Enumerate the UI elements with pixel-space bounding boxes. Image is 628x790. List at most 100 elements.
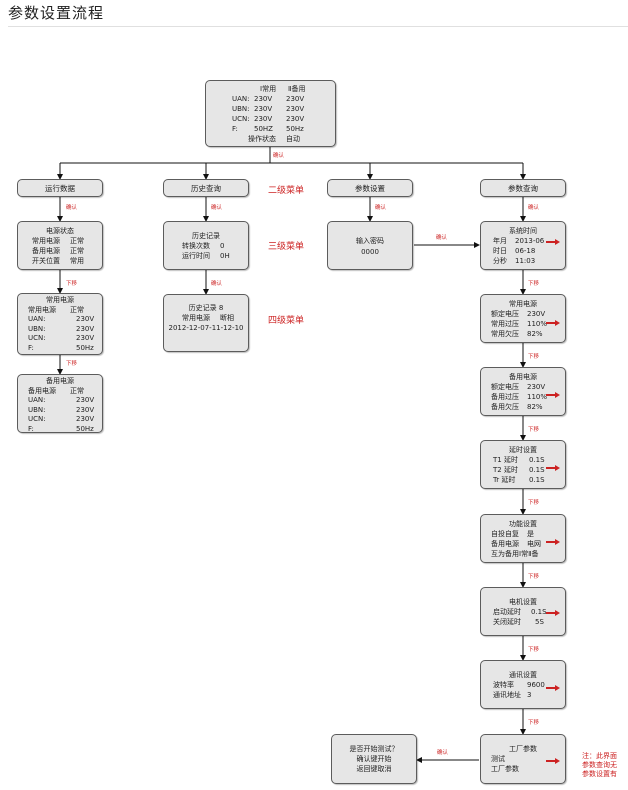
box-title: 电源状态 xyxy=(46,227,74,235)
row-value: 3 xyxy=(527,691,532,699)
row-value: 230V xyxy=(76,334,95,342)
down-label: 下移 xyxy=(528,500,540,506)
backup-power-box: 备用电源 备用电源正常 UAN:230V UBN:230V UCN:230V F… xyxy=(17,374,103,433)
row-label: UCN: xyxy=(28,415,46,423)
row-value: 2013-06 xyxy=(515,237,545,245)
level-label-2: 二级菜单 xyxy=(268,186,305,196)
down-label: 下移 xyxy=(528,720,540,726)
row-value: 正常 xyxy=(70,305,84,314)
function-settings-box: 功能设置 自投自复是 备用电源电网 互为备用Ⅰ常Ⅱ备 xyxy=(480,514,566,563)
test-prompt-box: 是否开始测试？ 确认键开始 返回键取消 xyxy=(331,734,417,784)
row-label: Tr 延时 xyxy=(493,476,516,484)
box-title: 备用电源 xyxy=(509,373,537,381)
menu-param-query[interactable]: 参数查询 xyxy=(480,179,566,197)
box-title: 电机设置 xyxy=(509,598,537,606)
row-label: T1 延时 xyxy=(493,456,518,464)
row-value: 0.1S xyxy=(529,466,545,474)
level-label-4: 四级菜单 xyxy=(268,316,305,326)
row-label: 备用电源 xyxy=(32,247,60,255)
down-label: 下移 xyxy=(528,574,540,580)
confirm-label: 确认 xyxy=(211,205,223,211)
password-entry-box[interactable]: 输入密码 0000 xyxy=(327,221,413,270)
history-timestamp: 2012-12-07-11-12-10 xyxy=(168,324,244,332)
menu-history-query[interactable]: 历史查询 xyxy=(163,179,249,197)
row-label: 备用电源 xyxy=(28,386,56,395)
row-value-common: 50HZ xyxy=(254,125,273,133)
row-value: 正常 xyxy=(70,237,84,245)
row-value: 0.1S xyxy=(531,608,547,616)
status-label: 操作状态 xyxy=(248,135,276,143)
box-title: 通讯设置 xyxy=(509,671,537,679)
row-value-backup: 230V xyxy=(286,95,305,103)
confirm-label: 确认 xyxy=(437,750,449,756)
confirm-label: 确认 xyxy=(528,205,540,211)
row-value: 正常 xyxy=(70,247,84,255)
row-value: 11:03 xyxy=(515,257,536,265)
row-value: 110% xyxy=(527,320,548,328)
row-label: UBN: xyxy=(232,105,250,113)
row-label: 备用欠压 xyxy=(491,403,519,411)
note-line: 注：此界面 xyxy=(582,752,617,760)
row-value: 电网 xyxy=(527,540,541,548)
row-value: 230V xyxy=(527,383,546,391)
row-value: 5S xyxy=(535,618,544,626)
menu-run-data[interactable]: 运行数据 xyxy=(17,179,103,197)
right-arrow-icon xyxy=(546,239,560,245)
row-label: 测试 xyxy=(491,755,505,763)
row-label: 开关位置 xyxy=(32,257,60,265)
down-label: 下移 xyxy=(528,647,540,653)
box-title: 历史记录 xyxy=(192,232,220,240)
row-value-common: 230V xyxy=(254,95,273,103)
row-value: 230V xyxy=(527,310,546,318)
box-title: 历史记录 8 xyxy=(188,304,224,312)
row-value-common: 230V xyxy=(254,105,273,113)
note-line: 参数设置有 xyxy=(582,770,617,778)
right-arrow-icon xyxy=(546,392,560,398)
row-value: 50Hz xyxy=(76,343,94,352)
row-value: 230V xyxy=(76,324,95,333)
right-arrow-icon xyxy=(546,320,560,326)
row-value: 正常 xyxy=(70,386,84,395)
row-label: 常用欠压 xyxy=(491,330,519,338)
box-title: 备用电源 xyxy=(46,377,74,385)
row-value: 06-18 xyxy=(515,247,536,255)
row-value: 50Hz xyxy=(76,424,94,433)
row-value-backup: 50Hz xyxy=(286,125,304,133)
row-label: 波特率 xyxy=(493,681,514,689)
function-mode: 互为备用Ⅰ常Ⅱ备 xyxy=(491,550,539,558)
down-label: 下移 xyxy=(528,281,540,287)
row-label: 关闭延时 xyxy=(493,618,521,626)
common-power-box: 常用电源 常用电源正常 UAN:230V UBN:230V UCN:230V F… xyxy=(17,293,103,355)
menu-param-settings[interactable]: 参数设置 xyxy=(327,179,413,197)
side-note: 注：此界面 参数查询无 参数设置有 xyxy=(582,752,617,779)
row-label: 常用过压 xyxy=(491,320,519,328)
box-title: 功能设置 xyxy=(509,520,537,528)
password-label: 输入密码 xyxy=(356,237,384,245)
header-common: Ⅰ常用 xyxy=(260,85,277,93)
row-label: 运行时间 xyxy=(182,252,210,260)
row-label: UCN: xyxy=(232,115,250,123)
row-label: UAN: xyxy=(28,315,46,323)
down-label: 下移 xyxy=(66,361,78,367)
row-label: 年月 xyxy=(493,237,507,245)
row-value-backup: 230V xyxy=(286,105,305,113)
confirm-label: 确认 xyxy=(375,205,387,211)
row-value: 230V xyxy=(76,315,95,323)
row-label: 转换次数 xyxy=(182,242,210,250)
row-value: 0H xyxy=(220,252,230,260)
row-value: 常用 xyxy=(70,257,84,265)
box-title: 常用电源 xyxy=(509,300,537,308)
down-label: 下移 xyxy=(66,281,78,287)
box-title: 常用电源 xyxy=(46,296,74,304)
note-line: 参数查询无 xyxy=(582,761,617,769)
history-record-8-box: 历史记录 8 常用电源断相 2012-12-07-11-12-10 xyxy=(163,294,249,352)
row-label: 常用电源 xyxy=(28,305,56,314)
row-value-backup: 230V xyxy=(286,115,305,123)
